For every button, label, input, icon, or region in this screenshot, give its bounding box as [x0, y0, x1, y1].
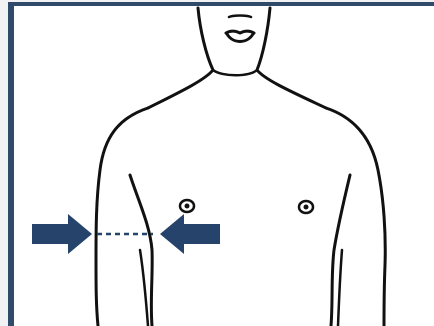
- right-torso-side-outline: [338, 250, 342, 326]
- mouth: [226, 16, 254, 42]
- left-nipple: [180, 200, 194, 212]
- right-inner-arm-outline: [331, 175, 350, 326]
- jaw-outline: [213, 70, 257, 75]
- left-arrow-icon: [32, 214, 92, 254]
- right-arrow-icon: [160, 214, 220, 254]
- neck-right-outline: [257, 8, 326, 108]
- neck-left-outline: [148, 8, 213, 108]
- measurement-annotation: [32, 214, 220, 254]
- right-nipple: [299, 201, 313, 213]
- left-shoulder-outline: [96, 108, 148, 326]
- right-shoulder-outline: [326, 108, 385, 326]
- left-torso-side-outline: [140, 250, 148, 326]
